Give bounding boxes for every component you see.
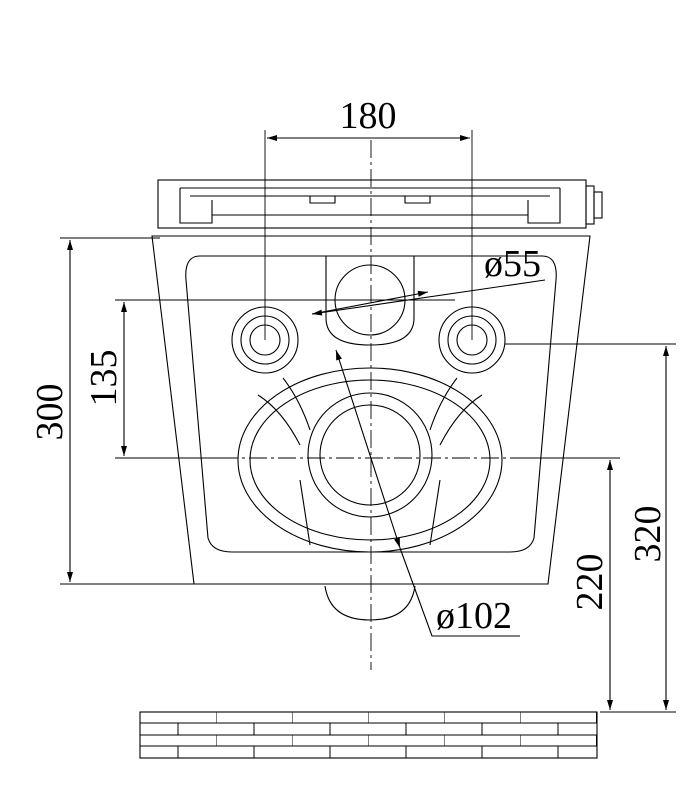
bowl-ellipse-inner xyxy=(249,379,491,541)
dim-label-220: 220 xyxy=(569,554,611,611)
diameter-symbol: ø xyxy=(436,595,455,637)
dim-label-55: ø55 xyxy=(484,243,541,285)
bowl-outer-body xyxy=(151,235,591,585)
wall-brick xyxy=(139,711,598,759)
dim-value-102: 102 xyxy=(455,595,512,637)
bowl-ellipse-outer xyxy=(237,367,503,553)
dim-leader-55 xyxy=(311,279,546,316)
dim-leader-55-arrow xyxy=(311,290,429,315)
extension-lines xyxy=(60,130,676,713)
dim-label-320: 320 xyxy=(627,506,669,563)
dim-leader-102-tail xyxy=(399,547,520,637)
seat-top-plate xyxy=(157,179,603,229)
outlet-spigot xyxy=(324,585,416,621)
inlet-housing xyxy=(325,256,415,346)
bowl-inner-rim xyxy=(185,255,557,553)
dim-label-135: 135 xyxy=(83,350,125,407)
diameter-symbol: ø xyxy=(484,243,503,285)
dim-value-55: 55 xyxy=(503,243,541,285)
dim-label-102: ø102 xyxy=(436,595,512,637)
dim-leader-102 xyxy=(335,349,401,549)
dim-label-180: 180 xyxy=(340,95,397,137)
bowl-ribs xyxy=(257,377,483,546)
dim-label-300: 300 xyxy=(29,384,71,441)
